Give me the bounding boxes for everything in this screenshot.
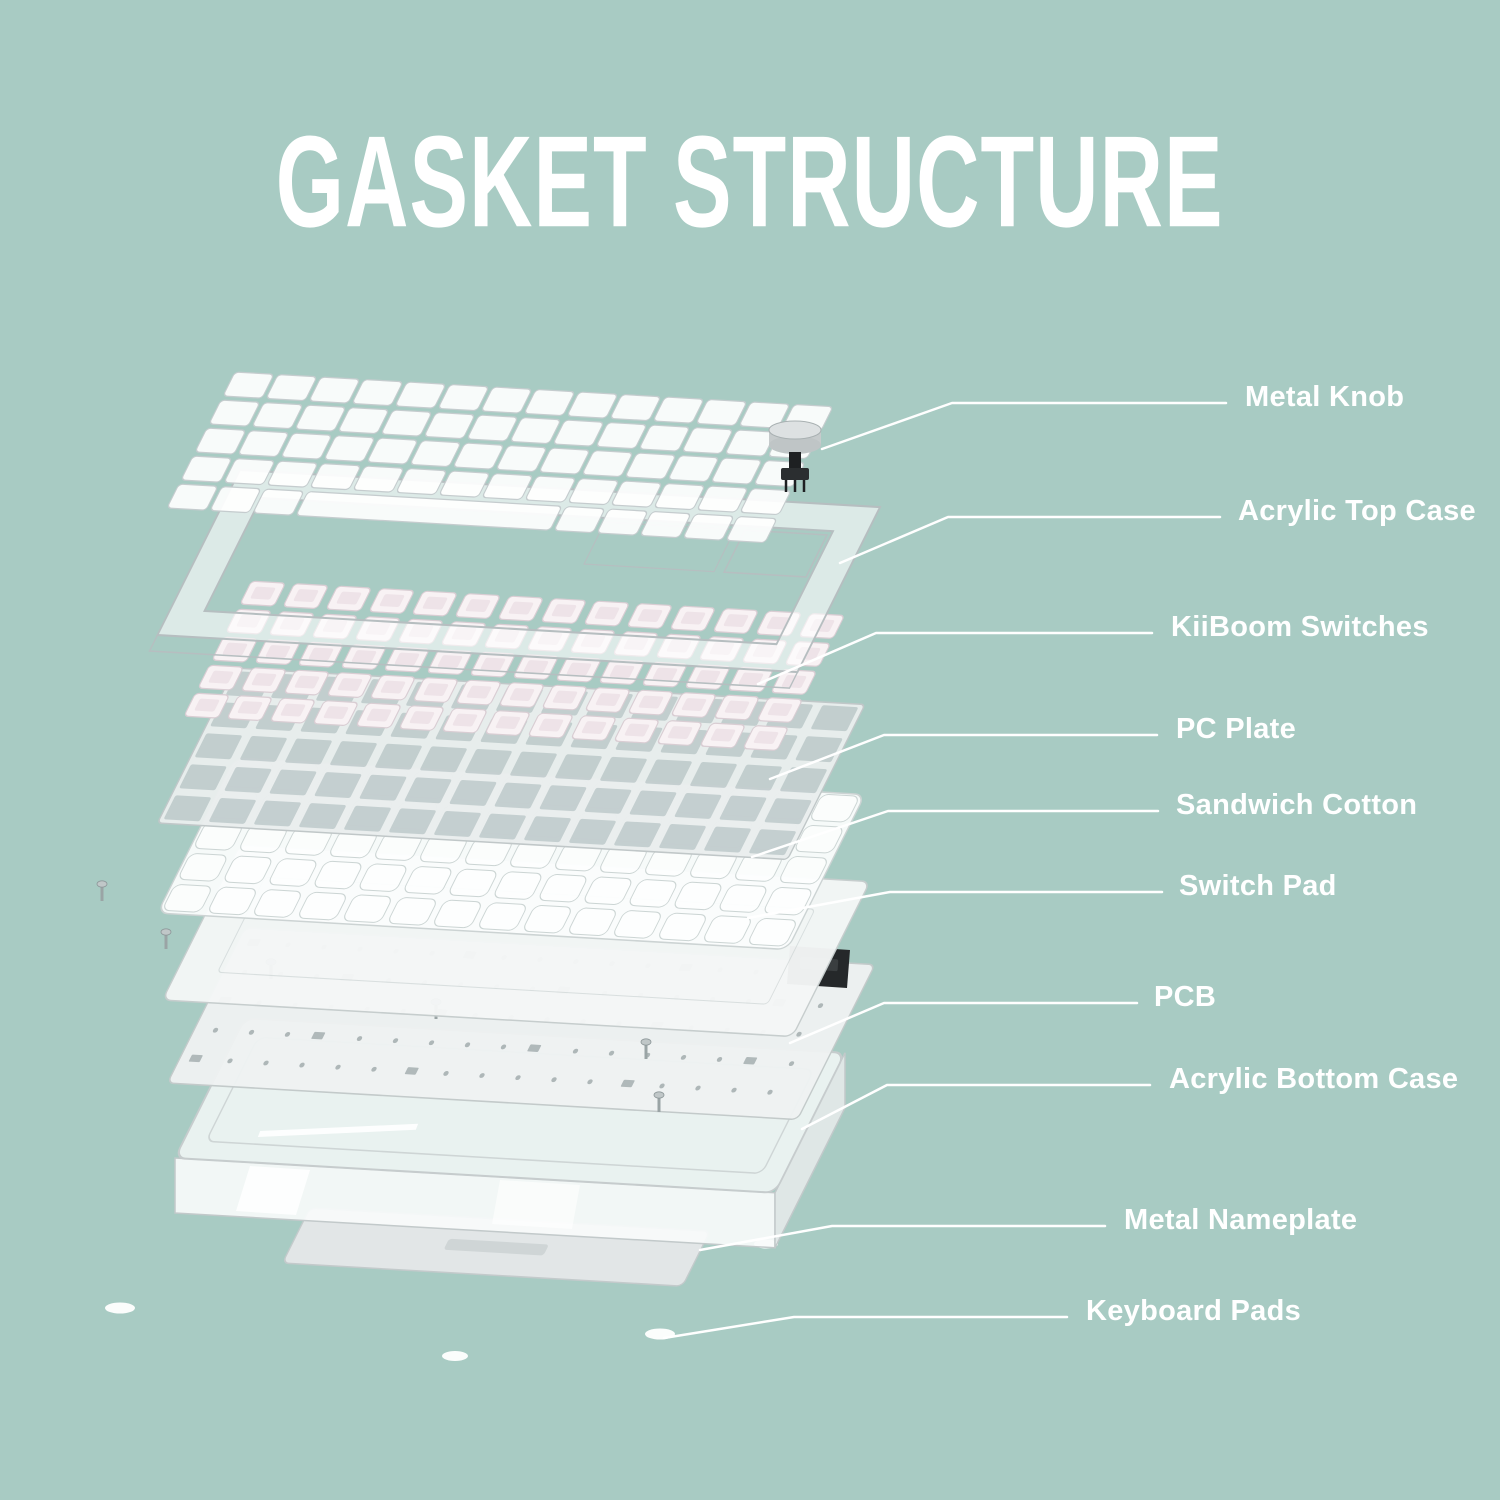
page-title: GASKET STRUCTURE xyxy=(0,108,1500,255)
page-title-text: GASKET STRUCTURE xyxy=(276,109,1224,255)
metal-knob xyxy=(768,420,822,492)
callout-line-keyboard-pads xyxy=(662,1315,1069,1340)
callout-line-pcb xyxy=(788,1001,1139,1045)
callout-line-sandwich-cotton xyxy=(750,809,1160,859)
screw xyxy=(160,928,172,949)
callout-label-metal-knob: Metal Knob xyxy=(1245,381,1405,413)
callout-label-acrylic-top-case: Acrylic Top Case xyxy=(1238,495,1476,527)
spacebar-keycap xyxy=(296,491,562,531)
screw xyxy=(653,1091,665,1112)
keyboard-pad xyxy=(442,1351,468,1361)
callout-line-acrylic-bottom-case xyxy=(800,1083,1152,1131)
callout-label-keyboard-pads: Keyboard Pads xyxy=(1086,1295,1302,1327)
callout-label-switch-pad: Switch Pad xyxy=(1179,870,1337,902)
callout-line-metal-nameplate xyxy=(698,1224,1107,1252)
callout-line-kiiboom-switches xyxy=(756,631,1154,686)
callout-line-switch-pad xyxy=(746,890,1164,920)
knob-encoder xyxy=(781,452,809,492)
bottom-case-sparkle xyxy=(492,1180,580,1229)
kiiboom-switches-layer xyxy=(184,580,844,751)
callout-label-pc-plate: PC Plate xyxy=(1176,713,1297,745)
keyboard-pad xyxy=(105,1302,135,1314)
screw xyxy=(640,1038,652,1059)
callout-line-acrylic-top-case xyxy=(838,515,1222,565)
callout-label-acrylic-bottom-case: Acrylic Bottom Case xyxy=(1169,1063,1459,1095)
callout-line-metal-knob xyxy=(820,401,1228,451)
bottom-case-sparkle xyxy=(236,1166,310,1215)
callout-label-kiiboom-switches: KiiBoom Switches xyxy=(1171,611,1429,643)
screw xyxy=(96,880,108,901)
callout-label-pcb: PCB xyxy=(1154,981,1217,1013)
callout-line-pc-plate xyxy=(768,733,1159,781)
callout-lines xyxy=(662,401,1228,1340)
callout-label-sandwich-cotton: Sandwich Cotton xyxy=(1176,789,1418,821)
callout-label-metal-nameplate: Metal Nameplate xyxy=(1124,1204,1358,1236)
